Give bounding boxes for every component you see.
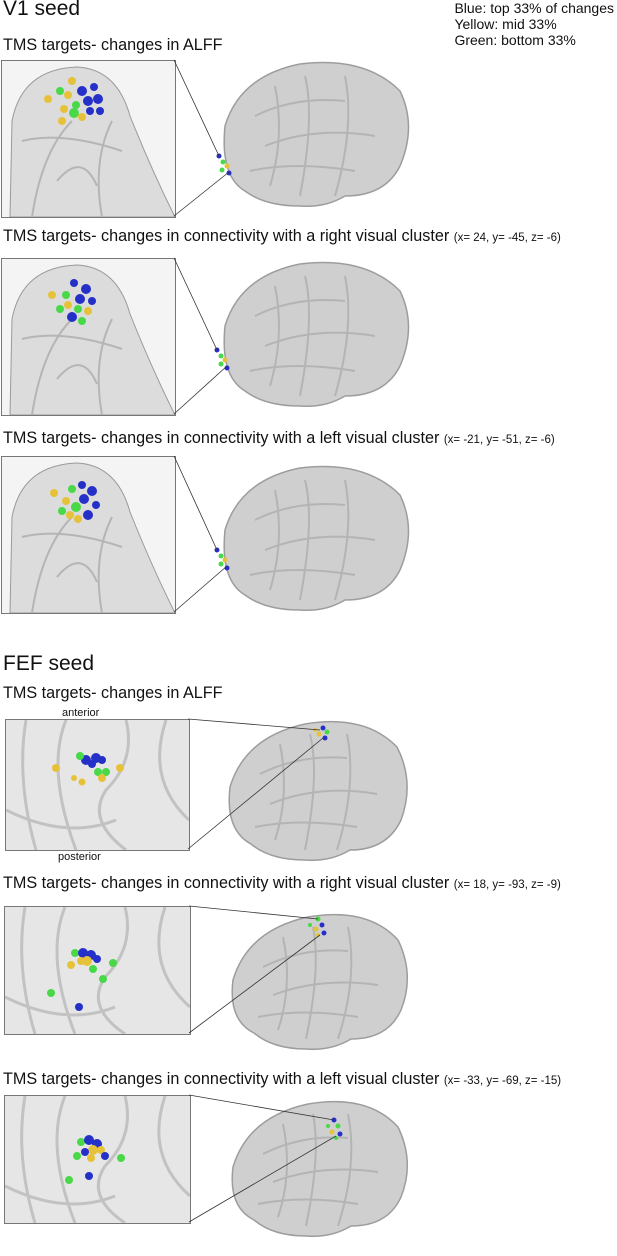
v1-right-cluster-title: TMS targets- changes in connectivity wit… bbox=[3, 227, 561, 245]
v1-alff-inset bbox=[1, 60, 176, 218]
legend-blue: Blue: top 33% of changes bbox=[454, 0, 614, 16]
fef-right-cluster-title: TMS targets- changes in connectivity wit… bbox=[3, 874, 561, 892]
v1-alff-title: TMS targets- changes in ALFF bbox=[3, 36, 223, 54]
v1-left-cluster-title: TMS targets- changes in connectivity wit… bbox=[3, 429, 555, 447]
target-points bbox=[65, 1135, 125, 1184]
v1-left-cluster-brain bbox=[205, 460, 415, 620]
target-points bbox=[47, 948, 117, 1011]
color-legend: Blue: top 33% of changes Yellow: mid 33%… bbox=[454, 0, 614, 48]
target-points bbox=[52, 752, 124, 786]
v1-seed-title: V1 seed bbox=[3, 0, 81, 20]
posterior-label: posterior bbox=[58, 851, 101, 863]
legend-green: Green: bottom 33% bbox=[454, 32, 576, 48]
v1-alff-brain bbox=[205, 56, 415, 216]
fef-alff-brain bbox=[215, 712, 415, 867]
fef-alff-title: TMS targets- changes in ALFF bbox=[3, 684, 223, 702]
fef-left-cluster-inset bbox=[4, 1095, 191, 1224]
v1-left-cluster-inset bbox=[1, 456, 176, 614]
fef-left-cluster-brain bbox=[218, 1092, 415, 1242]
anterior-label: anterior bbox=[62, 707, 100, 719]
fef-alff-inset bbox=[5, 719, 190, 851]
target-points bbox=[48, 279, 96, 325]
fef-seed-title: FEF seed bbox=[3, 652, 95, 675]
fef-left-cluster-title: TMS targets- changes in connectivity wit… bbox=[3, 1070, 562, 1088]
target-points bbox=[50, 481, 100, 523]
v1-right-cluster-brain bbox=[205, 256, 415, 416]
target-points bbox=[44, 77, 104, 125]
fef-right-cluster-inset bbox=[4, 906, 191, 1035]
v1-right-cluster-inset bbox=[1, 258, 176, 416]
legend-yellow: Yellow: mid 33% bbox=[454, 16, 557, 32]
fef-right-cluster-brain bbox=[218, 905, 415, 1055]
